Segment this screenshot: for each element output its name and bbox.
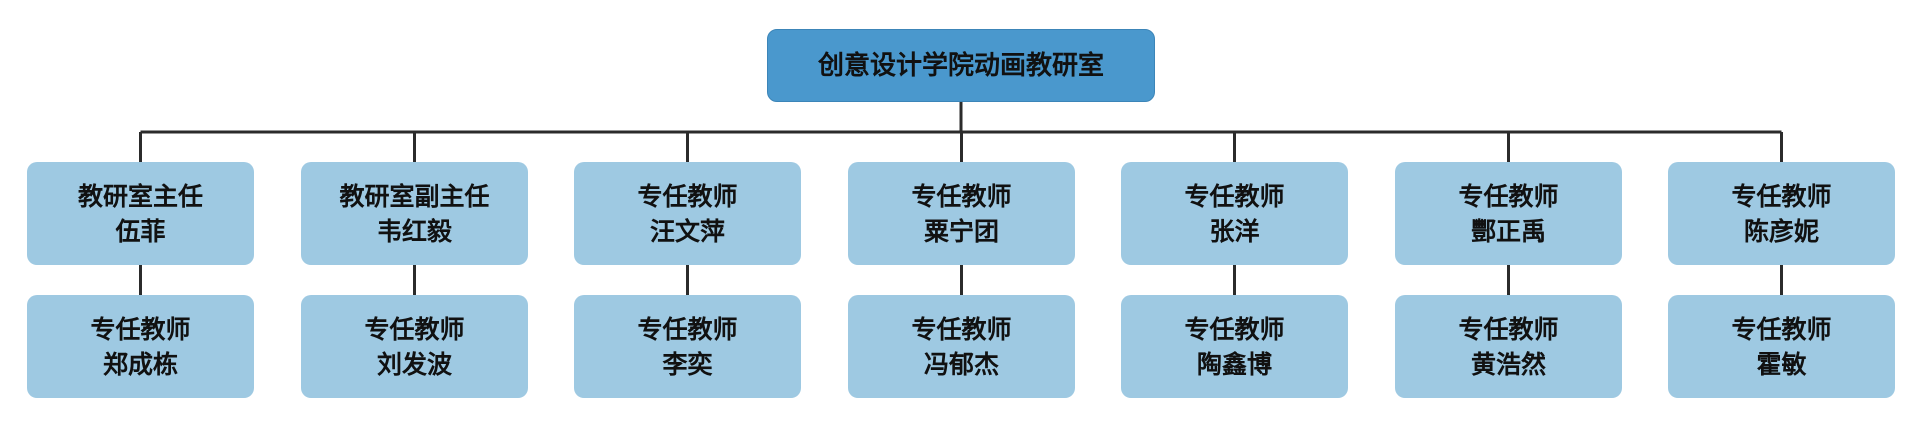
node-name: 李奕: [662, 349, 713, 379]
node-name: 伍菲: [115, 216, 166, 246]
node-name: 黄浩然: [1470, 349, 1546, 379]
node-name: 陈彦妮: [1743, 216, 1819, 246]
node-name: 郑成栋: [102, 349, 178, 379]
node-name: 张洋: [1209, 216, 1260, 246]
node-name: 冯郁杰: [923, 349, 999, 379]
upper-node-1: 教研室主任伍菲: [27, 162, 254, 265]
upper-node-4: 专任教师粟宁团: [848, 162, 1075, 265]
upper-node-2: 教研室副主任韦红毅: [301, 162, 528, 265]
node-name: 陶鑫博: [1196, 349, 1272, 379]
node-role: 专任教师: [911, 314, 1012, 344]
root-title: 创意设计学院动画教研室: [817, 50, 1104, 81]
node-role: 专任教师: [364, 314, 465, 344]
node-role: 专任教师: [911, 181, 1012, 211]
node-role: 专任教师: [637, 314, 738, 344]
node-role: 专任教师: [1458, 181, 1559, 211]
lower-node-4: 专任教师冯郁杰: [848, 295, 1075, 398]
upper-node-5: 专任教师张洋: [1121, 162, 1348, 265]
upper-node-7: 专任教师陈彦妮: [1668, 162, 1895, 265]
node-role: 专任教师: [1184, 314, 1285, 344]
node-role: 专任教师: [1731, 314, 1832, 344]
node-role: 专任教师: [1458, 314, 1559, 344]
node-name: 刘发波: [376, 349, 452, 379]
node-role: 专任教师: [637, 181, 738, 211]
node-name: 霍敏: [1756, 349, 1807, 379]
lower-node-6: 专任教师黄浩然: [1395, 295, 1622, 398]
node-name: 韦红毅: [376, 216, 452, 246]
node-name: 粟宁团: [923, 216, 999, 246]
lower-node-2: 专任教师刘发波: [301, 295, 528, 398]
lower-node-5: 专任教师陶鑫博: [1121, 295, 1348, 398]
node-name: 酆正禹: [1470, 216, 1546, 246]
upper-node-6: 专任教师酆正禹: [1395, 162, 1622, 265]
node-role: 专任教师: [90, 314, 191, 344]
node-role: 专任教师: [1731, 181, 1832, 211]
lower-node-3: 专任教师李奕: [574, 295, 801, 398]
node-name: 汪文萍: [649, 216, 725, 246]
lower-node-1: 专任教师郑成栋: [27, 295, 254, 398]
upper-node-3: 专任教师汪文萍: [574, 162, 801, 265]
lower-node-7: 专任教师霍敏: [1668, 295, 1895, 398]
node-role: 教研室副主任: [339, 181, 490, 211]
node-role: 专任教师: [1184, 181, 1285, 211]
root-node: 创意设计学院动画教研室: [767, 29, 1155, 102]
node-role: 教研室主任: [77, 181, 203, 211]
